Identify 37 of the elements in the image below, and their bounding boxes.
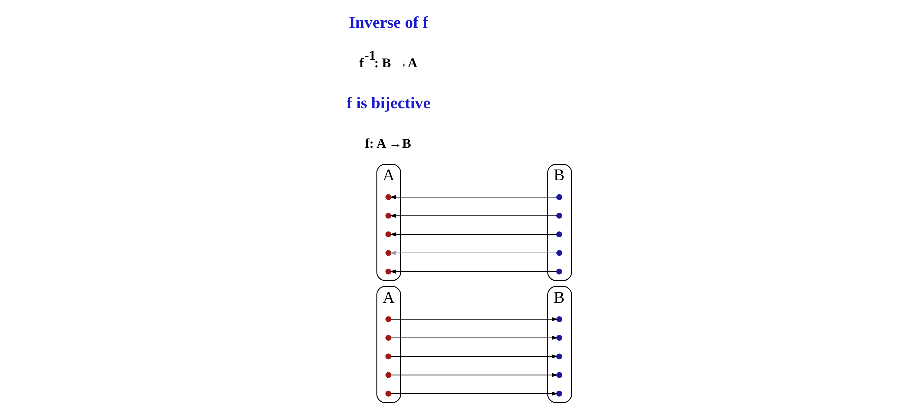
label: f is bijective [346, 93, 431, 112]
cluster: B [548, 164, 572, 282]
node-circle [556, 250, 562, 256]
cluster: B [548, 286, 572, 404]
arrow [390, 270, 558, 274]
node-circle [556, 390, 562, 397]
arrow [390, 336, 558, 340]
node-circle [386, 390, 392, 397]
label: f: A →B [365, 136, 412, 151]
arrow [390, 214, 558, 218]
node-circle [386, 194, 392, 200]
node-circle [556, 194, 562, 200]
node-circle [556, 212, 562, 219]
cluster: A [376, 286, 402, 404]
node-circle [556, 354, 562, 360]
node-circle [386, 250, 392, 256]
node-circle [386, 354, 392, 360]
node-circle [386, 212, 392, 219]
node-circle [556, 372, 562, 378]
node-circle [386, 335, 392, 342]
node-circle [386, 268, 392, 275]
arrow [390, 317, 558, 322]
arrow [390, 392, 558, 396]
node-circle [386, 316, 392, 322]
node-circle [556, 316, 562, 322]
arrow [390, 251, 558, 256]
arrow [390, 232, 558, 237]
node-circle [556, 335, 562, 342]
cluster: A [376, 164, 402, 282]
label: Inverse of f [349, 13, 428, 32]
arrow [390, 354, 558, 359]
arrow [390, 195, 558, 200]
node-circle [556, 268, 562, 275]
node-circle [386, 232, 392, 238]
arrow [390, 373, 558, 378]
node-circle [556, 232, 562, 238]
node-circle [386, 372, 392, 378]
